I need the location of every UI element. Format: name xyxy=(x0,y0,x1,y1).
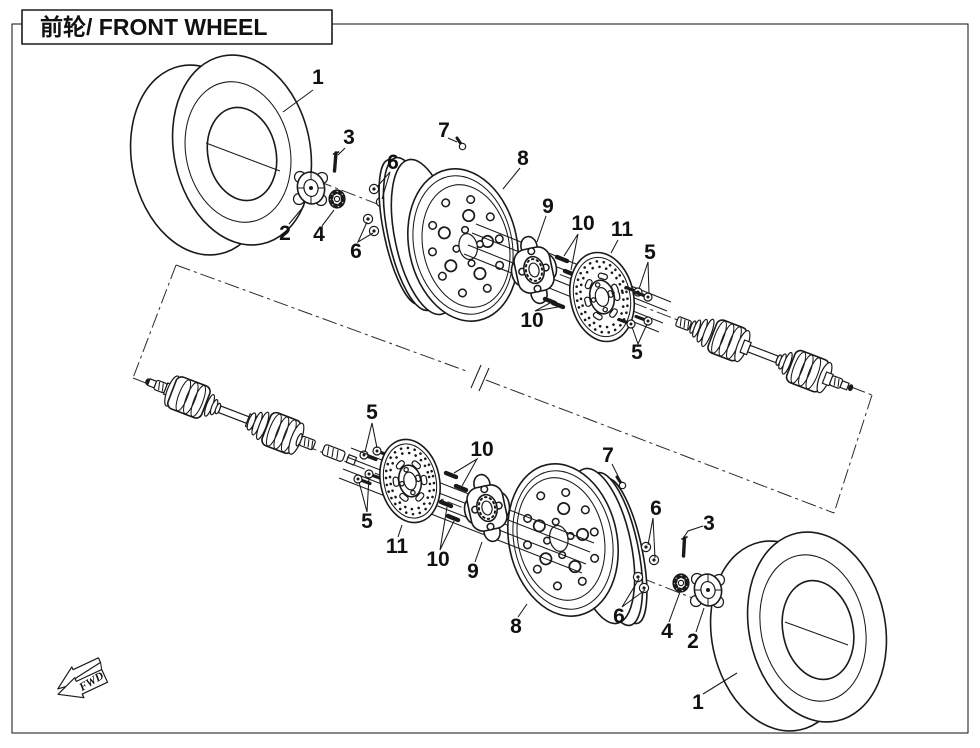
leader-lines xyxy=(282,89,738,695)
rim-vent-holes xyxy=(426,193,506,299)
callout-washers-upper-b: 6 xyxy=(350,240,362,263)
axis-through-hole xyxy=(205,142,281,172)
disc-bolts-lower-b xyxy=(353,469,383,486)
arrow-front-face xyxy=(57,668,109,699)
callout-washers-lower-a: 6 xyxy=(650,497,662,520)
tire-lower xyxy=(709,531,888,732)
valve-stem-lower xyxy=(615,475,627,490)
callout-washers-lower-b: 6 xyxy=(613,605,625,628)
castle-nut-upper xyxy=(328,189,346,209)
studs-lower-a xyxy=(443,470,469,493)
callout-valve-lower: 7 xyxy=(602,444,614,467)
callout-disc-lower: 11 xyxy=(386,535,409,558)
cotter-pin-upper xyxy=(332,151,340,173)
callout-cap-upper: 2 xyxy=(279,222,291,245)
callout-studs-lower-a: 10 xyxy=(470,438,493,461)
washers-lower-a xyxy=(640,541,660,566)
callout-tire-lower: 1 xyxy=(692,691,704,714)
break-mark-tick xyxy=(470,364,482,389)
callout-disc-upper: 11 xyxy=(611,218,634,241)
title-block: 前轮/ FRONT WHEEL xyxy=(21,9,333,45)
hub-cap-upper xyxy=(292,170,329,207)
callout-valve-upper: 7 xyxy=(438,119,450,142)
diagonal-line-b xyxy=(485,379,835,514)
studs-lower-b xyxy=(438,499,461,523)
drive-axle-upper xyxy=(675,316,854,394)
hub-upper xyxy=(510,235,558,305)
drive-axle-lower xyxy=(145,375,358,466)
callout-rim-upper: 8 xyxy=(517,147,529,170)
callout-tire-upper: 1 xyxy=(312,66,324,89)
disc-bolts-upper-a xyxy=(624,285,653,302)
callout-studs-upper-a: 10 xyxy=(571,212,594,235)
disc-bolts-upper-b xyxy=(617,314,653,329)
callout-washers-upper-a: 6 xyxy=(387,151,399,174)
washers-lower-b xyxy=(632,571,650,594)
rim-upper xyxy=(378,156,519,322)
callout-studs-lower-b: 10 xyxy=(426,548,449,571)
callout-rim-lower: 8 xyxy=(510,615,522,638)
valve-stem-upper xyxy=(455,136,467,151)
callout-bolts-lower-b: 5 xyxy=(361,510,373,533)
callout-cap-lower: 2 xyxy=(687,630,699,653)
title-box xyxy=(21,9,333,45)
brake-disc-lower xyxy=(379,438,441,524)
callout-hub-upper: 9 xyxy=(542,195,554,218)
tire-upper xyxy=(129,54,313,256)
callout-numbers: 1 3 2 4 6 6 7 8 9 10 10 11 5 5 5 5 11 10… xyxy=(279,66,715,714)
callout-nut-upper: 4 xyxy=(313,223,325,246)
callout-pin-upper: 3 xyxy=(343,126,355,149)
rim-lower xyxy=(507,463,648,627)
hub-lower xyxy=(463,473,511,543)
callout-pin-lower: 3 xyxy=(703,512,715,535)
axis-through-hole xyxy=(784,621,849,646)
cotter-pin-lower xyxy=(681,536,688,558)
fwd-direction-arrow: FWD xyxy=(57,657,109,699)
callout-hub-lower: 9 xyxy=(467,560,479,583)
callout-bolts-lower-a: 5 xyxy=(366,401,378,424)
right-edge-line xyxy=(833,394,873,514)
brake-disc-upper xyxy=(568,251,636,343)
callout-bolts-upper-b: 5 xyxy=(631,341,643,364)
studs-upper-b xyxy=(542,296,566,310)
page-border xyxy=(11,23,969,734)
hub-cap-lower xyxy=(689,572,726,609)
callout-studs-upper-b: 10 xyxy=(520,309,543,332)
callout-nut-lower: 4 xyxy=(661,620,673,643)
castle-nut-lower xyxy=(672,573,690,593)
callout-bolts-upper-a: 5 xyxy=(644,241,656,264)
break-mark-tick xyxy=(478,367,490,392)
page-title: 前轮/ FRONT WHEEL xyxy=(40,14,267,40)
left-edge-line xyxy=(132,264,177,379)
